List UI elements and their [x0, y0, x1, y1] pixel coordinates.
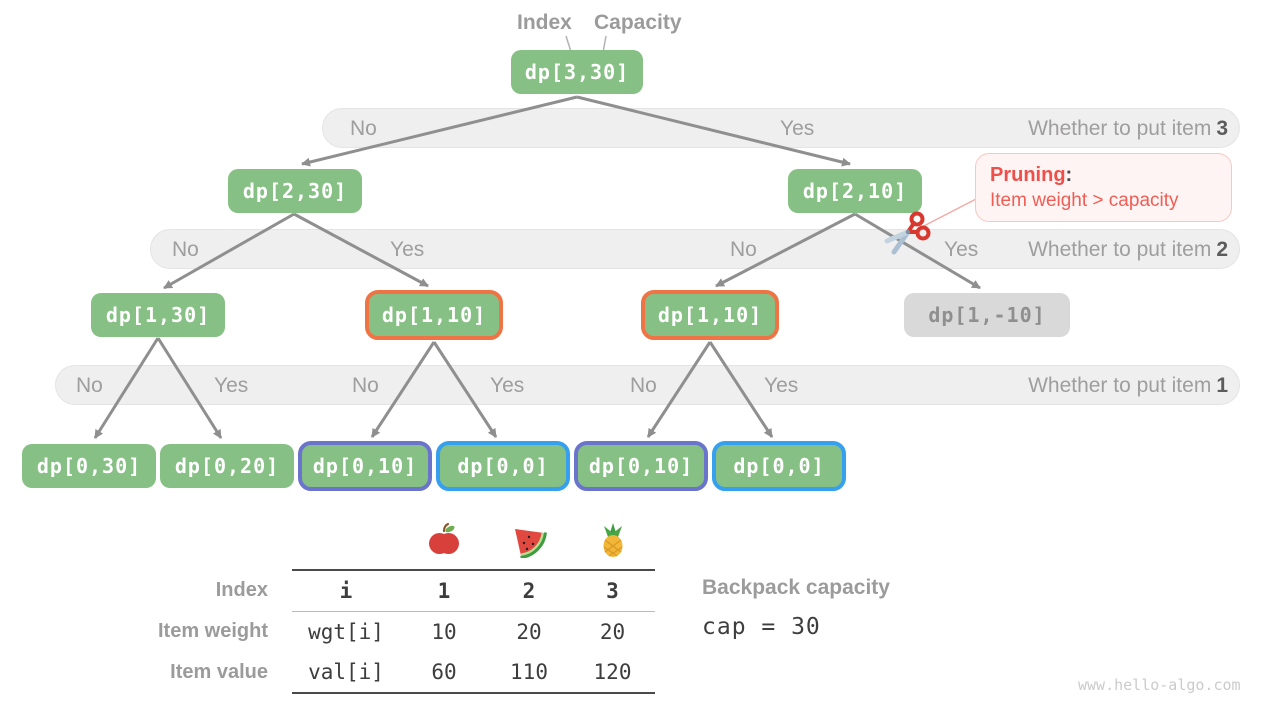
- band1-item-number: 1: [1216, 374, 1228, 397]
- cell-val-1: 60: [400, 652, 488, 694]
- row-label-value: Item value: [170, 661, 268, 683]
- cell-index-2: 2: [488, 569, 570, 612]
- node-dp-0-0-b: dp[0,0]: [712, 441, 846, 491]
- pruning-reason: Item weight > capacity: [990, 190, 1179, 211]
- cell-wgt-3: 20: [599, 619, 626, 644]
- band1-question-text: Whether to put item: [1028, 374, 1212, 397]
- node-dp-1-30: dp[1,30]: [91, 293, 225, 337]
- band2-no2-label: No: [730, 238, 757, 261]
- pruning-title: Pruning:: [990, 162, 1217, 188]
- band2-yes1-label: Yes: [390, 238, 425, 261]
- pruning-colon: :: [1065, 164, 1073, 186]
- row-label-weight: Item weight: [157, 620, 268, 642]
- band1-yes2-label: Yes: [490, 374, 525, 397]
- index-label: Index: [517, 11, 572, 34]
- cell-val-2: 110: [488, 652, 570, 694]
- cell-index-1: 1: [400, 569, 488, 612]
- backpack-capacity-label: Backpack capacity: [702, 576, 890, 599]
- band3-question-text: Whether to put item: [1028, 117, 1212, 140]
- band2-yes2-label: Yes: [944, 238, 979, 261]
- node-dp-2-30: dp[2,30]: [228, 169, 362, 213]
- node-dp-2-10: dp[2,10]: [788, 169, 922, 213]
- cell-wgt: wgt[i]: [308, 619, 384, 644]
- watermelon-icon: [488, 514, 570, 570]
- cell-val-3: 120: [570, 652, 655, 694]
- capacity-label: Capacity: [594, 11, 682, 34]
- watermark: www.hello-algo.com: [1078, 676, 1241, 694]
- pineapple-icon: [570, 514, 655, 570]
- node-dp-0-20: dp[0,20]: [160, 444, 294, 488]
- band1-yes3-label: Yes: [764, 374, 799, 397]
- band2-question-text: Whether to put item: [1028, 238, 1212, 261]
- row-label-index: Index: [215, 579, 268, 601]
- table-row-weight: Item weight wgt[i] 10 20 20: [118, 611, 655, 652]
- fruit-row: [118, 514, 655, 570]
- cell-index-3: 3: [570, 569, 655, 612]
- node-dp-0-10-a: dp[0,10]: [298, 441, 432, 491]
- band3-no-label: No: [350, 117, 377, 140]
- cell-val: val[i]: [292, 652, 400, 694]
- cell-i: i: [292, 569, 400, 612]
- table-row-value: Item value val[i] 60 110 120: [118, 652, 655, 694]
- node-dp-0-10-b: dp[0,10]: [574, 441, 708, 491]
- band3-item-number: 3: [1216, 117, 1228, 140]
- band2-no1-label: No: [172, 238, 199, 261]
- node-dp-3-30: dp[3,30]: [511, 50, 643, 94]
- apple-icon: [400, 514, 488, 570]
- node-dp-1-10-a: dp[1,10]: [365, 290, 503, 340]
- cell-wgt-2: 20: [516, 619, 542, 644]
- cell-wgt-1: 10: [431, 619, 457, 644]
- table-row-index: Index i 1 2 3: [118, 569, 655, 612]
- band1-no3-label: No: [630, 374, 657, 397]
- backpack-capacity-value: cap = 30: [702, 614, 821, 640]
- pruning-callout: Pruning: Item weight > capacity: [975, 153, 1232, 222]
- band1-no2-label: No: [352, 374, 379, 397]
- node-dp-0-0-a: dp[0,0]: [436, 441, 570, 491]
- node-dp-1-neg10: dp[1,-10]: [904, 293, 1070, 337]
- pruning-title-text: Pruning: [990, 164, 1066, 186]
- items-table: Index i 1 2 3 Item weight wgt[i] 10 20 2…: [118, 514, 655, 694]
- band1-no1-label: No: [76, 374, 103, 397]
- band1-yes1-label: Yes: [214, 374, 249, 397]
- node-dp-0-30: dp[0,30]: [22, 444, 156, 488]
- band3-yes-label: Yes: [780, 117, 815, 140]
- node-dp-1-10-b: dp[1,10]: [641, 290, 779, 340]
- backpack-capacity-block: Backpack capacity cap = 30: [702, 576, 890, 640]
- band2-item-number: 2: [1216, 238, 1228, 261]
